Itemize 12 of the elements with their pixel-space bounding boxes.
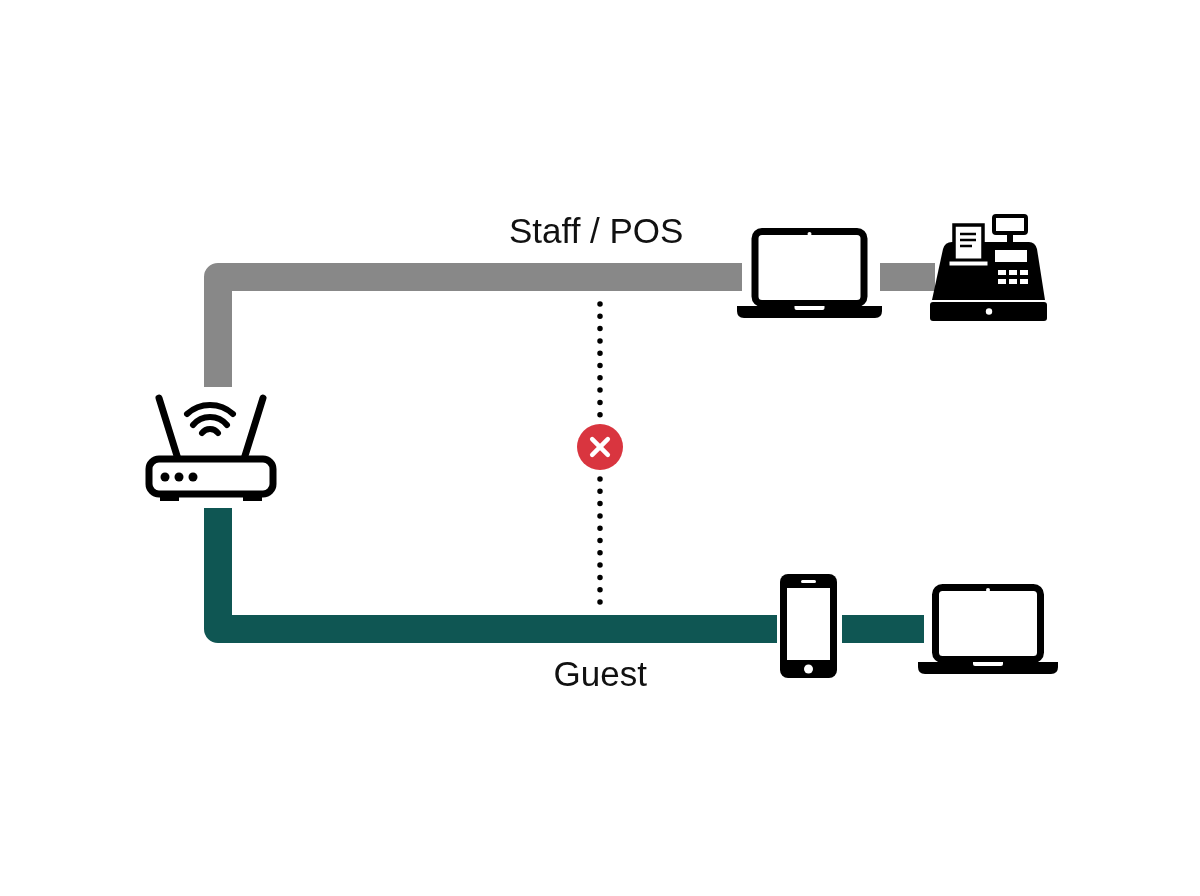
laptop-icon bbox=[918, 584, 1058, 674]
smartphone-icon bbox=[780, 574, 837, 678]
router-icon bbox=[145, 393, 277, 501]
connection-line bbox=[204, 263, 742, 387]
connection-line bbox=[204, 508, 777, 643]
cash-register-icon bbox=[929, 213, 1048, 321]
cross-circle-icon bbox=[577, 424, 623, 470]
edge-label: Guest bbox=[553, 654, 647, 694]
edge-label: Staff / POS bbox=[509, 211, 684, 251]
connection-line bbox=[842, 615, 924, 643]
laptop-icon bbox=[737, 228, 882, 318]
connection-line bbox=[880, 263, 935, 291]
